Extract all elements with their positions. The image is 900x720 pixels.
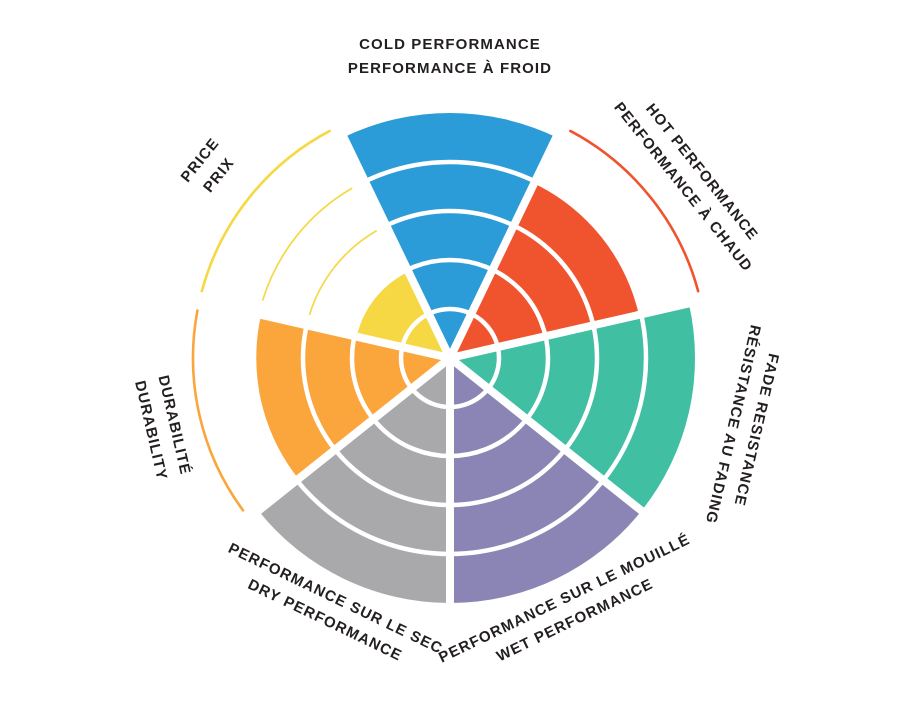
sector-divider — [204, 298, 451, 362]
sector-wedge-cold — [343, 112, 557, 358]
outer-arc-hot — [569, 129, 700, 293]
sector-divider — [251, 354, 453, 518]
sector-wedge-wet — [450, 358, 642, 603]
sector-divider — [449, 298, 696, 362]
sector-wedge-dry — [258, 358, 450, 603]
sector-divider — [446, 130, 563, 360]
outer-arc-price — [200, 129, 331, 293]
sector-divider — [447, 354, 649, 518]
empty-ring-arc-price — [261, 187, 353, 301]
outer-arc-durability — [191, 309, 245, 512]
empty-ring-arc-price — [308, 229, 378, 316]
sector-wedge-fade — [450, 303, 696, 511]
sector-divider — [337, 130, 454, 360]
